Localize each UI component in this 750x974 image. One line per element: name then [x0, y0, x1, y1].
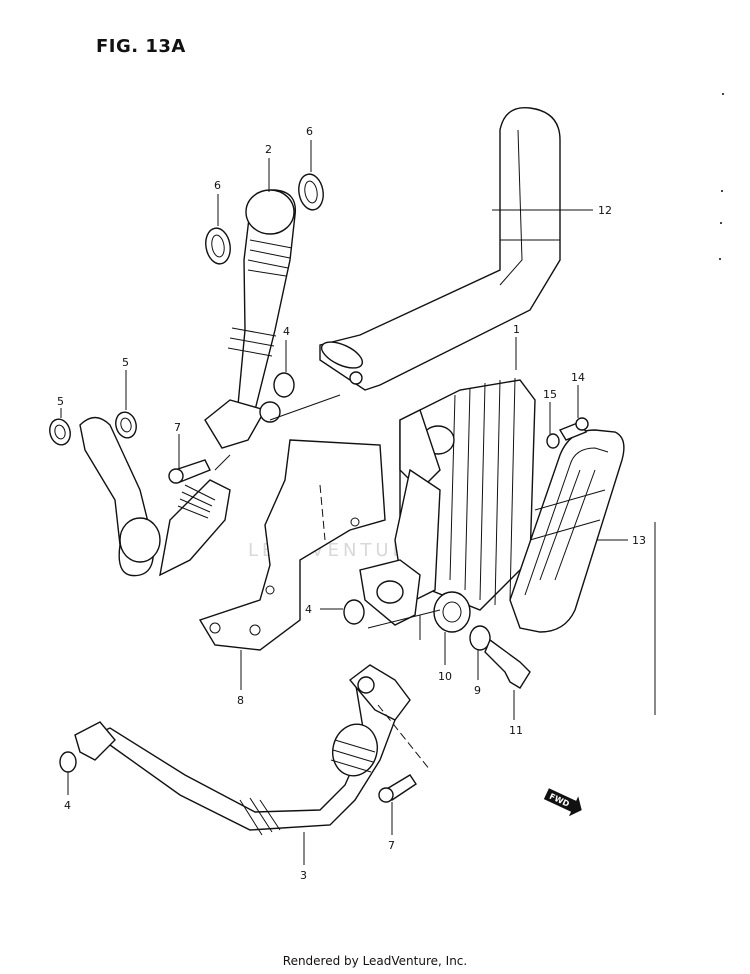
callout-1: 1: [513, 323, 520, 336]
part-15-washer[interactable]: [546, 433, 560, 449]
part-4-oring-middle[interactable]: [343, 599, 365, 625]
callout-3: 3: [300, 869, 307, 882]
part-hose-left[interactable]: [79, 416, 231, 577]
part-6-washer-right[interactable]: [296, 172, 326, 212]
callout-5: 5: [57, 395, 64, 408]
guide-line: [367, 609, 441, 629]
part-14-bolt[interactable]: [558, 417, 589, 441]
part-5-washer-left[interactable]: [47, 417, 73, 447]
part-7-bolt-lower[interactable]: [378, 774, 417, 803]
callout-4: 4: [305, 603, 312, 616]
callout-9: 9: [474, 684, 481, 697]
callout-4: 4: [283, 325, 290, 338]
callout-10: 10: [438, 670, 452, 683]
fwd-arrow-icon: FWD: [543, 788, 582, 817]
callout-15: 15: [543, 388, 557, 401]
part-4-oring-upper[interactable]: [273, 372, 295, 398]
guide-line: [214, 454, 231, 471]
callout-7: 7: [388, 839, 395, 852]
callout-5: 5: [122, 356, 129, 369]
callout-8: 8: [237, 694, 244, 707]
guide-line: [377, 704, 431, 771]
callout-11: 11: [509, 724, 523, 737]
guide-line: [269, 394, 341, 421]
part-12-pipe[interactable]: [318, 106, 565, 391]
callout-2: 2: [265, 143, 272, 156]
part-3-lower-pipe[interactable]: [74, 664, 411, 836]
part-9-collar[interactable]: [469, 625, 491, 651]
leader-lines: [60, 140, 628, 865]
part-1-oil-cooler[interactable]: [359, 377, 536, 626]
callout-6: 6: [306, 125, 313, 138]
part-4-oring-lower[interactable]: [59, 751, 77, 773]
callout-7: 7: [174, 421, 181, 434]
part-11-bolt[interactable]: [484, 638, 531, 689]
figure-title: FIG. 13A: [96, 36, 186, 57]
callout-6: 6: [214, 179, 221, 192]
callout-13: 13: [632, 534, 646, 547]
edge-marks: [719, 93, 724, 260]
part-5-washer-right[interactable]: [113, 410, 139, 440]
part-2-upper-hose[interactable]: [204, 189, 297, 449]
part-7-bolt-upper[interactable]: [168, 459, 211, 484]
callout-14: 14: [571, 371, 585, 384]
footer-credit: Rendered by LeadVenture, Inc.: [282, 954, 468, 968]
part-10-grommet[interactable]: [433, 591, 471, 633]
part-6-washer-left[interactable]: [203, 226, 233, 266]
part-8-bracket[interactable]: [198, 439, 386, 651]
callout-12: 12: [598, 204, 612, 217]
callout-4: 4: [64, 799, 71, 812]
